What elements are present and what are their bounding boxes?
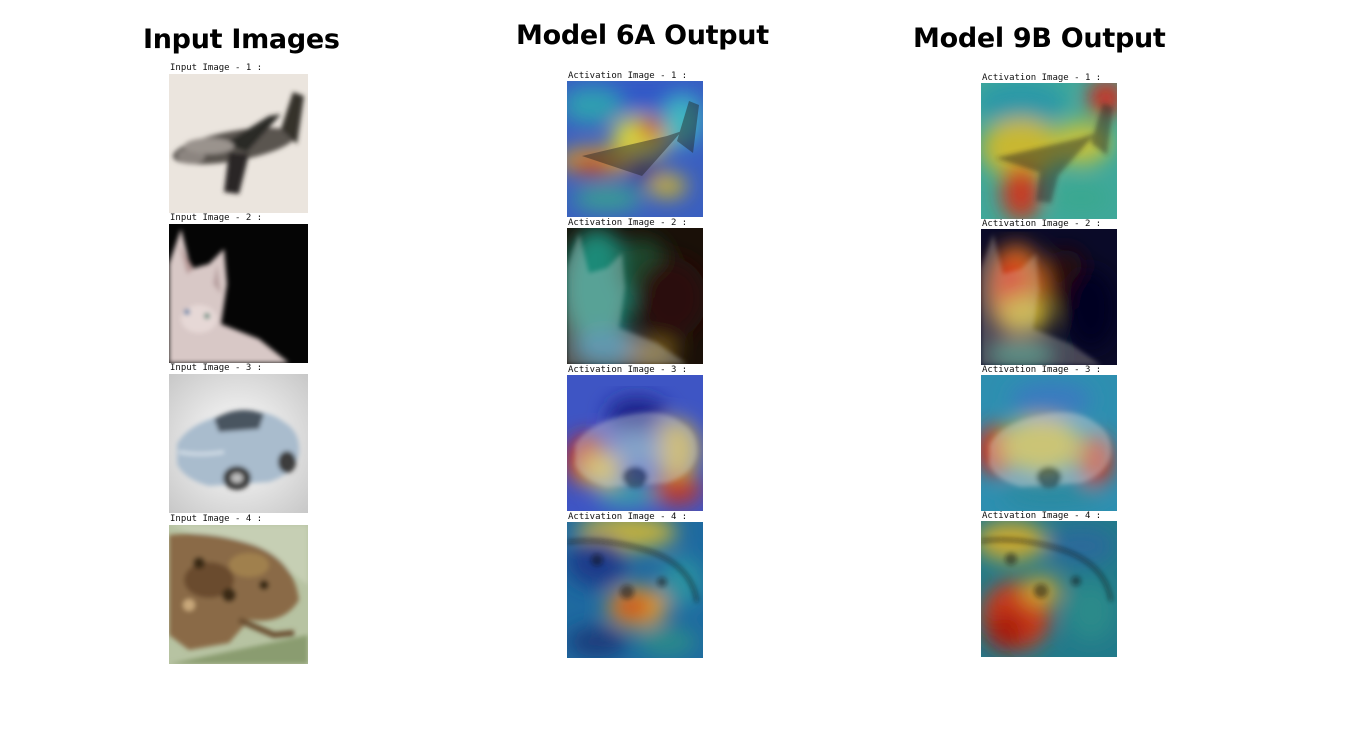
model-9b-activation-image-3 bbox=[981, 375, 1117, 511]
model-9b-activation-image-2 bbox=[981, 229, 1117, 365]
model-6a-activation-image-2 bbox=[567, 228, 703, 364]
input-image-2 bbox=[169, 224, 308, 363]
model-6a-activation-1-caption: Activation Image - 1 : bbox=[568, 71, 688, 81]
model-6a-activation-3-caption: Activation Image - 3 : bbox=[568, 365, 688, 375]
model-6a-output-title: Model 6A Output bbox=[516, 20, 769, 51]
input-image-1-caption: Input Image - 1 : bbox=[170, 63, 263, 73]
input-image-4-caption: Input Image - 4 : bbox=[170, 514, 263, 524]
input-image-3-caption: Input Image - 3 : bbox=[170, 363, 263, 373]
input-image-3 bbox=[169, 374, 308, 513]
model-6a-activation-2-caption: Activation Image - 2 : bbox=[568, 218, 688, 228]
input-image-1 bbox=[169, 74, 308, 213]
model-6a-activation-image-3 bbox=[567, 375, 703, 511]
input-images-title: Input Images bbox=[143, 24, 340, 55]
model-6a-activation-image-1 bbox=[567, 81, 703, 217]
model-9b-activation-image-1 bbox=[981, 83, 1117, 219]
model-9b-output-title: Model 9B Output bbox=[913, 23, 1166, 54]
model-6a-activation-4-caption: Activation Image - 4 : bbox=[568, 512, 688, 522]
model-9b-activation-image-4 bbox=[981, 521, 1117, 657]
model-9b-activation-1-caption: Activation Image - 1 : bbox=[982, 73, 1102, 83]
model-9b-activation-4-caption: Activation Image - 4 : bbox=[982, 511, 1102, 521]
model-9b-activation-3-caption: Activation Image - 3 : bbox=[982, 365, 1102, 375]
input-image-2-caption: Input Image - 2 : bbox=[170, 213, 263, 223]
input-image-4 bbox=[169, 525, 308, 664]
model-6a-activation-image-4 bbox=[567, 522, 703, 658]
model-9b-activation-2-caption: Activation Image - 2 : bbox=[982, 219, 1102, 229]
